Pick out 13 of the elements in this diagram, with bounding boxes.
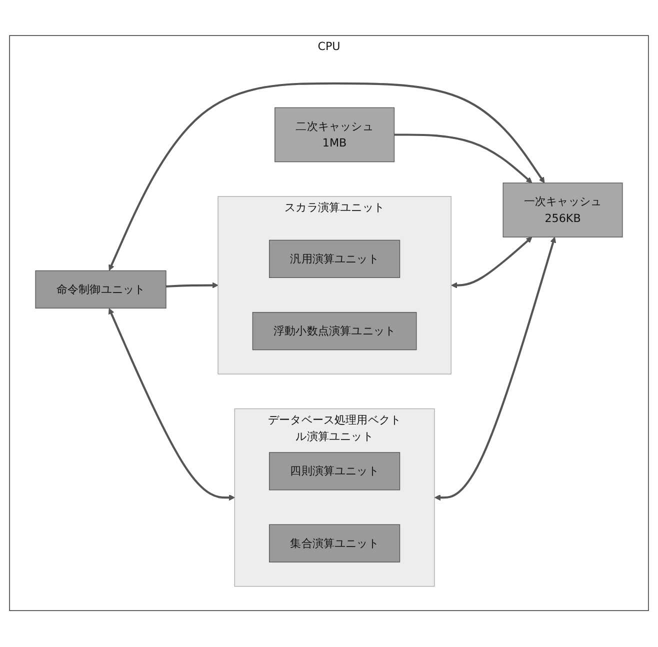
arrow: [394, 134, 532, 184]
node-box: 浮動小数点演算ユニット: [252, 312, 417, 351]
node-box: 集合演算ユニット: [269, 524, 400, 563]
arrow: [434, 237, 556, 501]
arrow: [108, 82, 545, 272]
node-box: 四則演算ユニット: [269, 452, 400, 491]
node-box: 汎用演算ユニット: [269, 240, 400, 278]
arrow: [451, 237, 532, 289]
node-box: 二次キャッシュ 1MB: [274, 108, 395, 163]
arrow: [108, 308, 235, 501]
node-box: 命令制御ユニット: [35, 270, 166, 309]
arrow: [166, 282, 218, 289]
node-box: 一次キャッシュ 256KB: [502, 183, 623, 238]
